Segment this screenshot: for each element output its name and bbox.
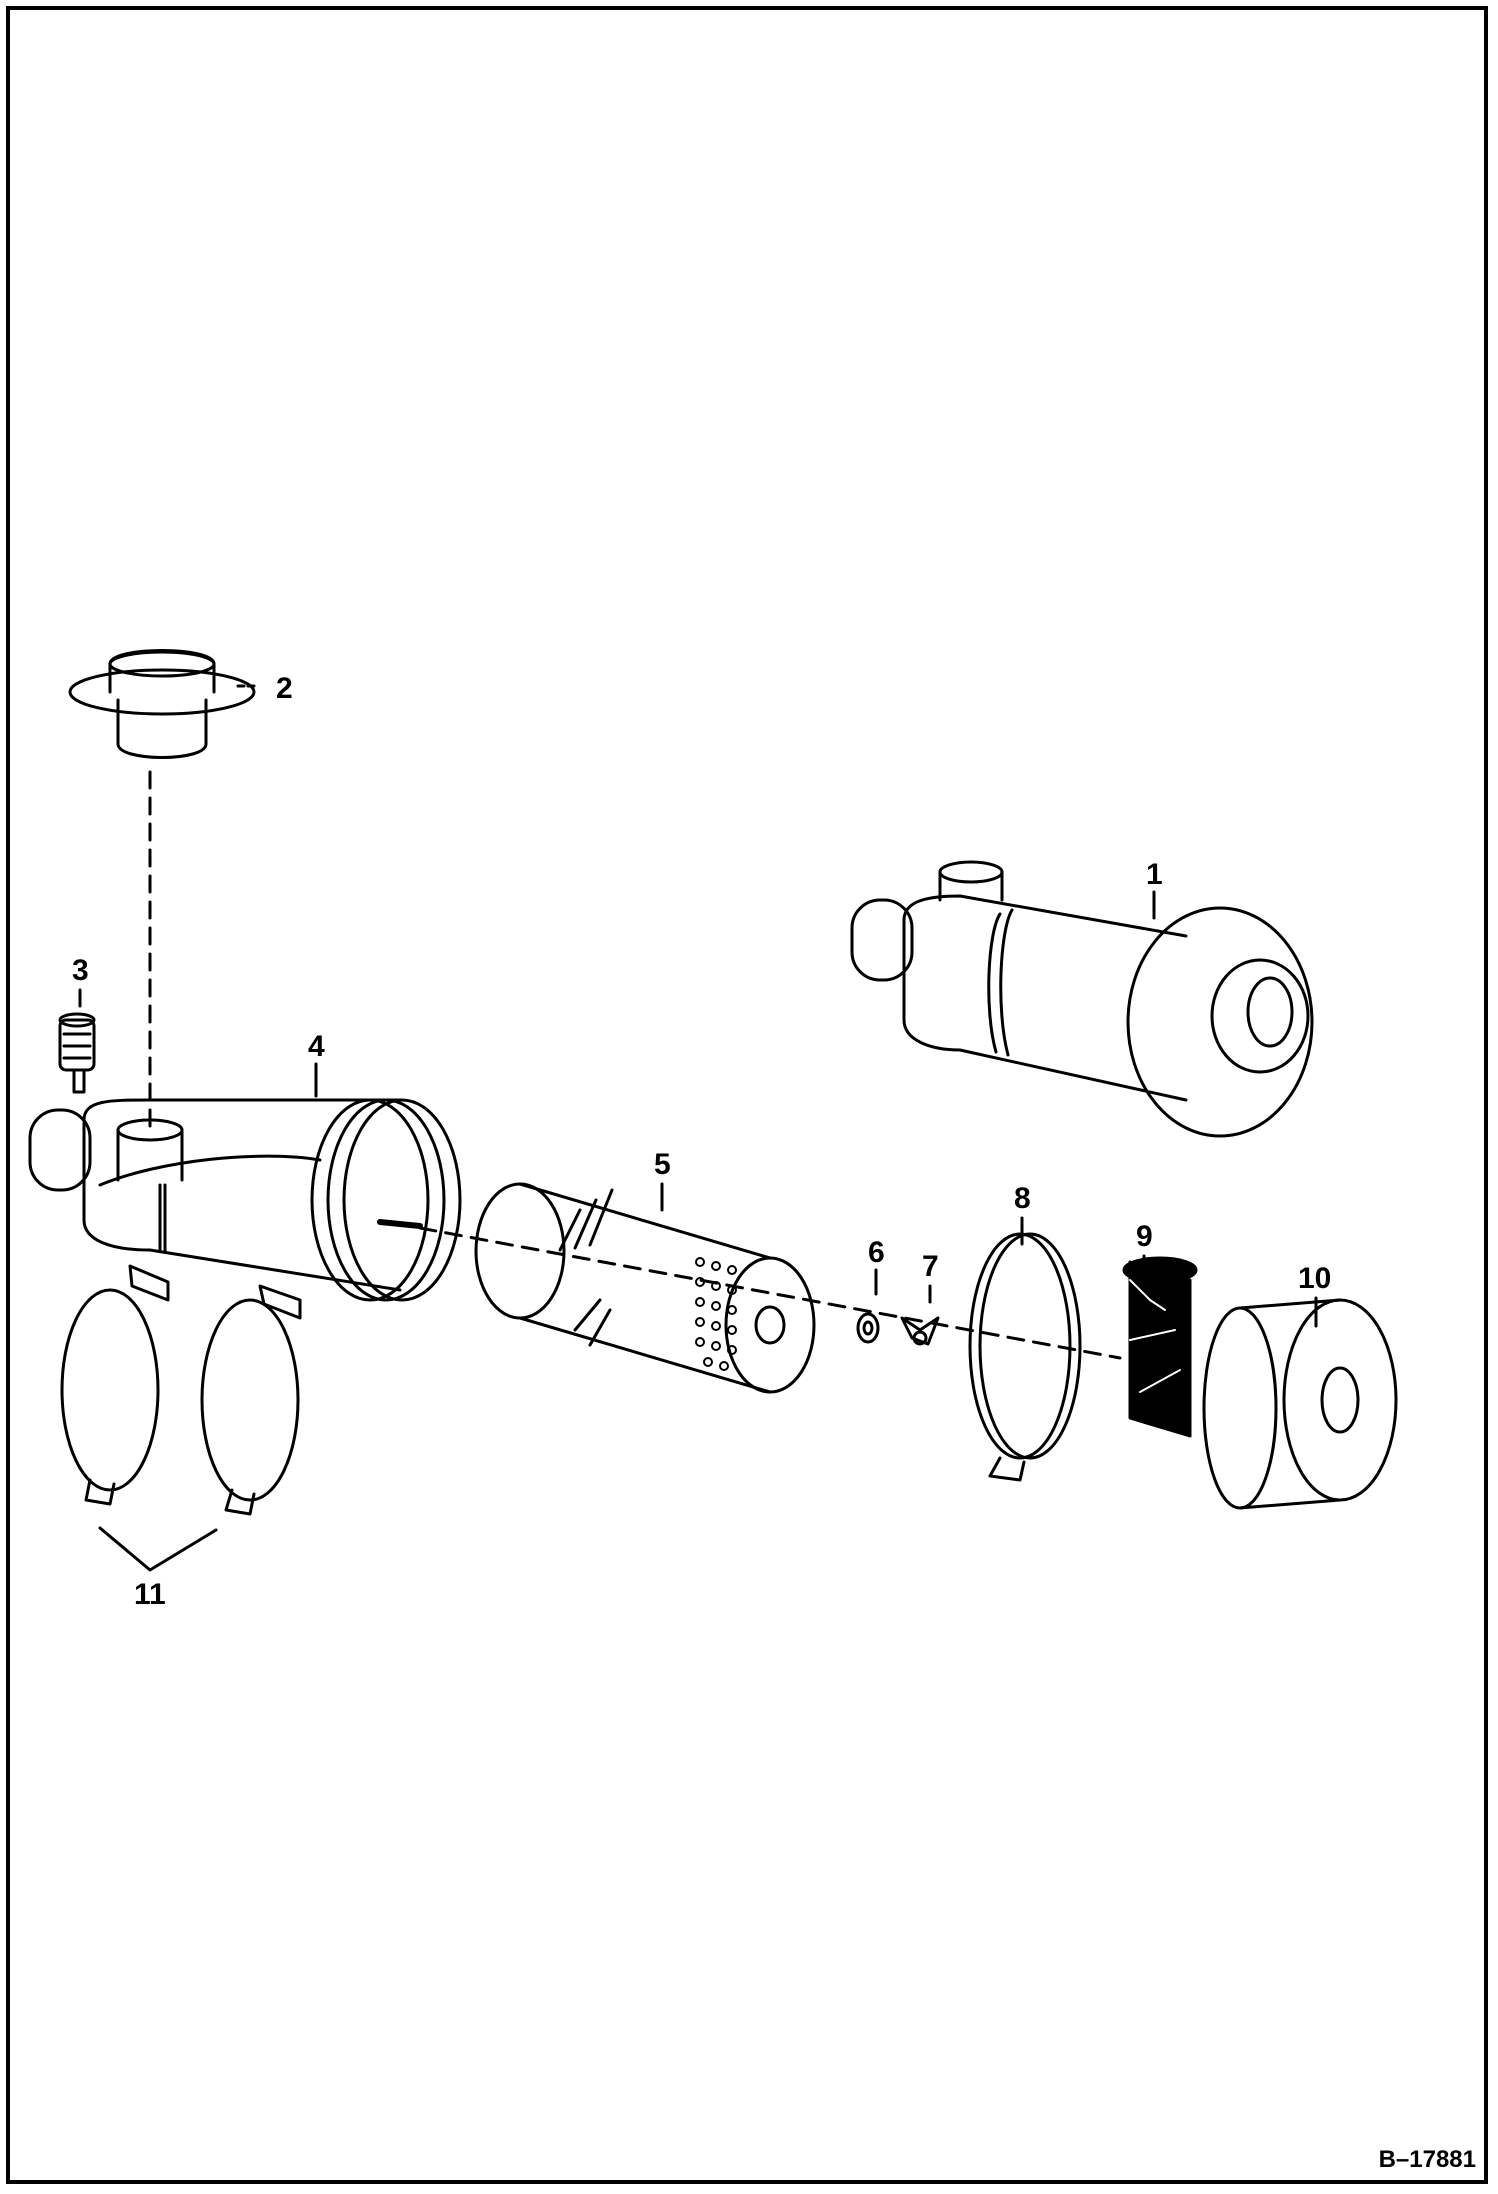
callout-3: 3: [72, 954, 89, 987]
callout-1: 1: [1146, 858, 1163, 891]
part-9-safety-element: [1122, 1256, 1198, 1438]
callout-6: 6: [868, 1236, 885, 1269]
part-8-band-clamp: [968, 1232, 1082, 1482]
figure-reference-code: B–17881: [1378, 2146, 1476, 2173]
leader-lines: [78, 684, 1318, 1328]
part-5-filter-element: [474, 1182, 816, 1394]
part-3-restriction-indicator: [58, 1012, 96, 1094]
part-1-air-cleaner-assembly: [850, 860, 1314, 1138]
diagram-frame: [6, 6, 1488, 2184]
callout-4: 4: [308, 1030, 325, 1063]
assembly-axis-line: [418, 1226, 1122, 1360]
callout-2: 2: [276, 672, 293, 705]
part-6-washer: [856, 1312, 880, 1344]
callout-7: 7: [922, 1250, 939, 1283]
callout-11: 11: [134, 1578, 166, 1611]
part-4-air-cleaner-housing: [28, 1098, 462, 1302]
part-2-precleaner-cap: [68, 649, 256, 759]
part-10-end-cover: [1202, 1298, 1398, 1510]
part-11-mounting-bands: [60, 1264, 302, 1572]
callout-9: 9: [1136, 1220, 1153, 1253]
callout-8: 8: [1014, 1182, 1031, 1215]
callout-5: 5: [654, 1148, 671, 1181]
part-7-wing-nut: [900, 1316, 940, 1346]
callout-10: 10: [1298, 1262, 1331, 1295]
